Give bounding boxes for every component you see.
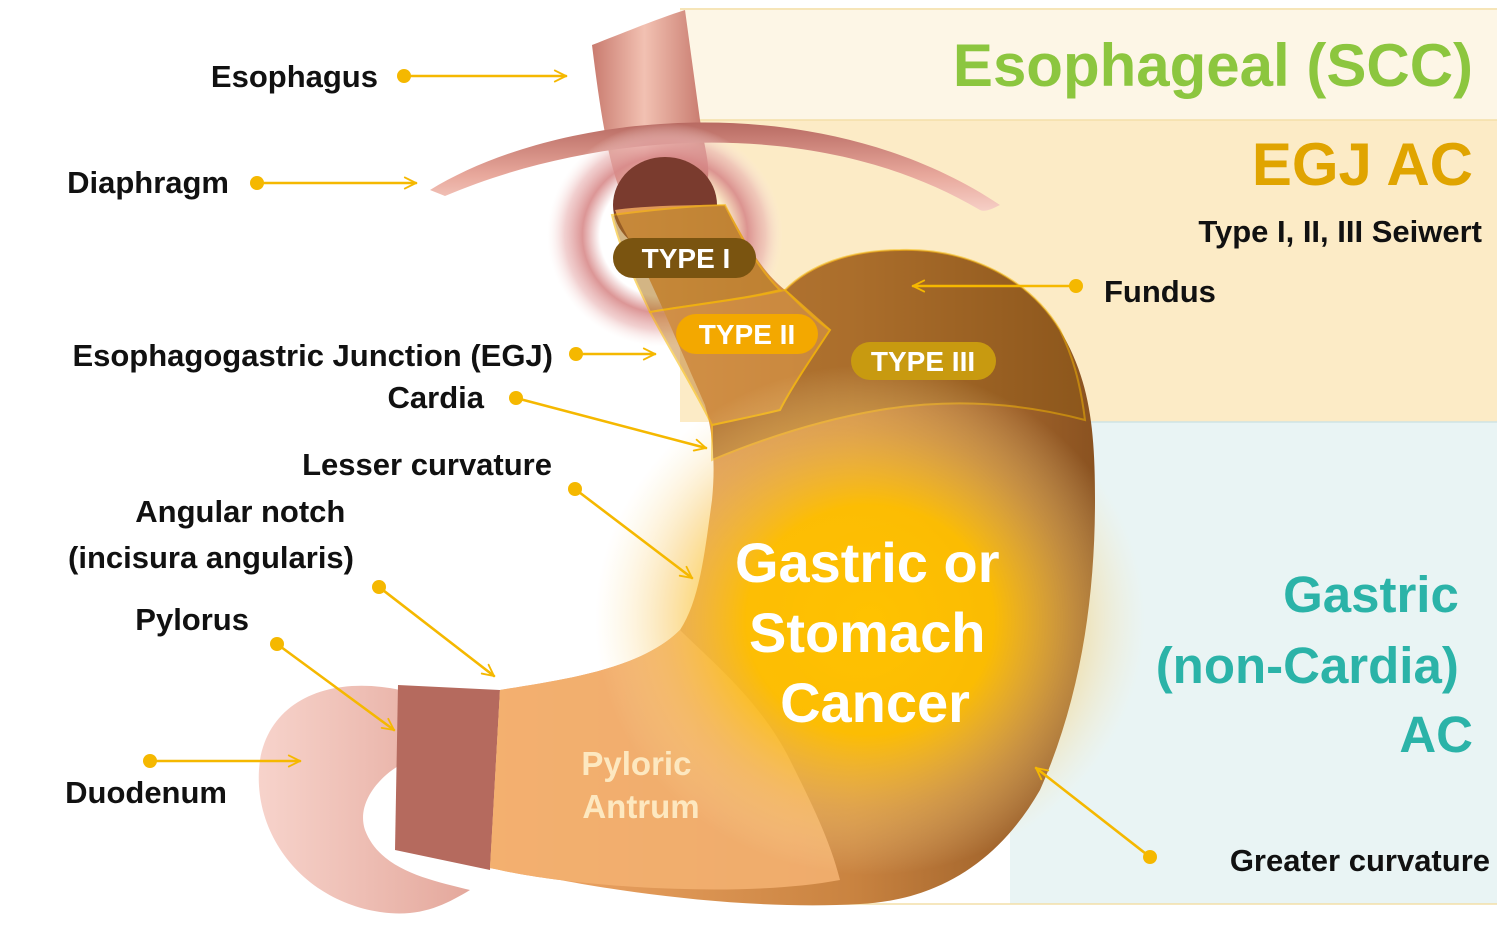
angular-notch-line-1: Angular notch — [135, 494, 345, 529]
angular-notch-pointer — [372, 580, 494, 676]
type-ii-pill: TYPE II — [676, 314, 818, 354]
cancer-label-line-3: Cancer — [780, 671, 970, 734]
type-iii-label: TYPE III — [871, 346, 975, 377]
pylorus-shape — [395, 685, 500, 870]
esophagus-label: Esophagus — [211, 59, 378, 94]
egj-pointer — [569, 347, 655, 361]
esophageal-zone-title: Esophageal (SCC) — [953, 32, 1473, 99]
cancer-label-line-2: Stomach — [749, 601, 986, 664]
gastric-zone-title-line-2: (non-Cardia) — [1156, 637, 1459, 694]
type-i-label: TYPE I — [642, 243, 731, 274]
angular-notch-line-2: (incisura angularis) — [68, 540, 354, 575]
gastric-zone-title-line-1: Gastric — [1283, 566, 1459, 623]
lesser-curvature-label: Lesser curvature — [302, 447, 552, 482]
type-i-pill: TYPE I — [613, 238, 756, 278]
pyloric-antrum-line-1: Pyloric — [581, 745, 691, 782]
diaphragm-pointer — [250, 176, 416, 190]
cancer-label-line-1: Gastric or — [735, 531, 1000, 594]
fundus-label: Fundus — [1104, 274, 1216, 309]
esophagus-pointer — [397, 69, 566, 83]
duodenum-label: Duodenum — [65, 775, 227, 810]
gastric-zone-title-line-3: AC — [1399, 706, 1473, 763]
egj-zone-subtitle: Type I, II, III Seiwert — [1198, 214, 1482, 249]
type-ii-label: TYPE II — [699, 319, 795, 350]
egj-label: Esophagogastric Junction (EGJ) — [72, 338, 553, 373]
diaphragm-label: Diaphragm — [67, 165, 229, 200]
greater-curvature-label: Greater curvature — [1230, 843, 1490, 878]
pylorus-label: Pylorus — [135, 602, 249, 637]
type-iii-pill: TYPE III — [851, 342, 996, 380]
pyloric-antrum-line-2: Antrum — [582, 788, 699, 825]
cardia-label: Cardia — [388, 380, 485, 415]
angular-notch-label: Angular notch (incisura angularis) — [68, 494, 354, 575]
cardia-pointer — [509, 391, 706, 448]
egj-zone-title: EGJ AC — [1252, 131, 1473, 198]
